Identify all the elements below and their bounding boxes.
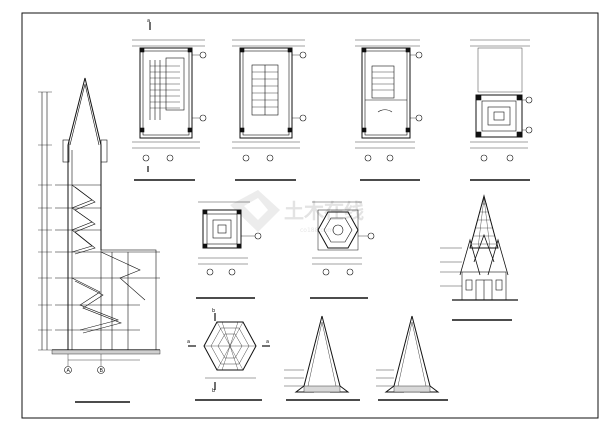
floor-plan-4 [470, 39, 533, 181]
section-mark: b [212, 308, 215, 314]
spire-section-b [376, 315, 448, 401]
watermark: 土木在线 co188.com [230, 190, 364, 234]
floor-plan-2 [232, 39, 307, 181]
axis-bubble [97, 366, 105, 374]
square-tower-plan [196, 201, 262, 299]
axis-label: A [67, 368, 71, 374]
spire-section-a [284, 315, 360, 401]
section-mark: a [187, 339, 190, 345]
hexagon-tower-plan [310, 201, 375, 299]
section-mark: a [266, 339, 269, 345]
watermark-sub: co188.com [300, 227, 333, 234]
section-mark: a [147, 18, 150, 24]
tower-elevation [440, 194, 518, 321]
axis-bubble [64, 366, 72, 374]
floor-plan-1: a [132, 18, 207, 181]
section-mark: b [212, 388, 215, 394]
tower-section-drawing: A B [38, 77, 161, 403]
roof-plan: b a a b [187, 308, 270, 401]
axis-label: B [100, 368, 104, 374]
floor-plan-3 [355, 39, 423, 181]
sheet-border [21, 12, 599, 419]
